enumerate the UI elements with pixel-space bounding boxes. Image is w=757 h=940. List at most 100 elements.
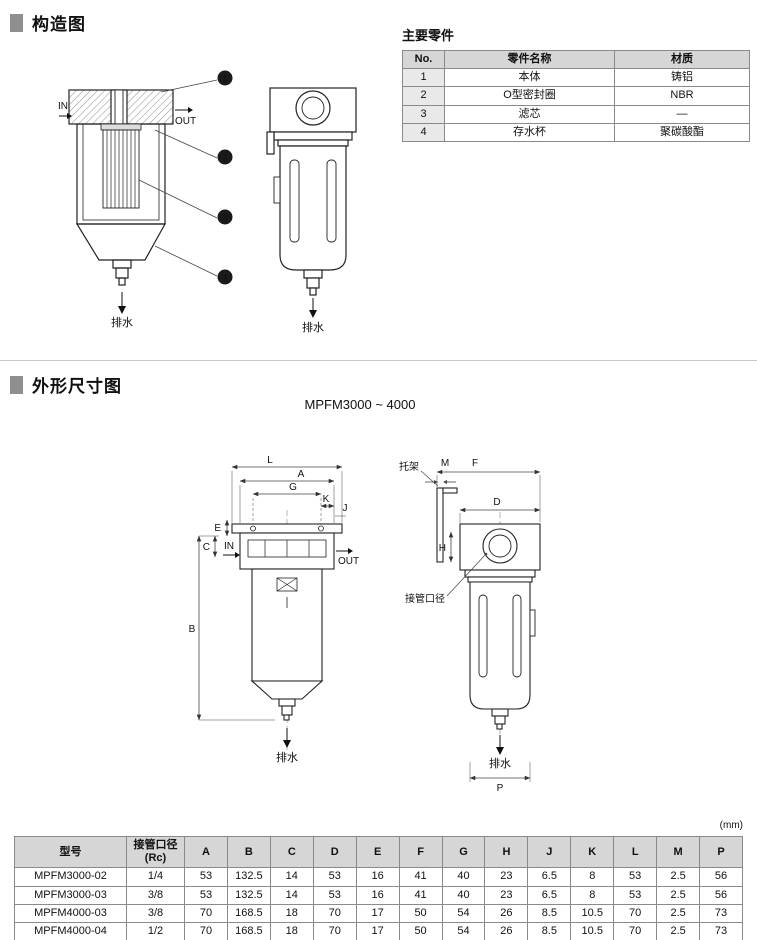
dim-cell: 2.5	[656, 867, 701, 887]
side-view-outline	[459, 523, 541, 730]
dimensions-section-title: 外形尺寸图	[32, 377, 122, 396]
dim-cell: 41	[398, 885, 443, 905]
dim-cell: 53	[184, 867, 228, 887]
drain-label: 排水	[276, 750, 298, 764]
dim-cell: 8.5	[527, 903, 572, 923]
dim-header-port-line2: (Rc)	[144, 852, 167, 865]
dim-label-H: H	[439, 543, 446, 554]
drain-arrow-icon	[496, 735, 504, 755]
dim-table-row: MPFM3000-03 3/8 53 132.5 14 53 16 41 40 …	[14, 885, 743, 905]
callout-leader-lines	[138, 79, 218, 277]
port-cell: 3/8	[126, 885, 185, 905]
dim-header-col: H	[484, 835, 529, 869]
filter-cross-section-drawing: IN OUT 排水 1 2	[58, 70, 233, 329]
parts-table-row: 2 O型密封圈 NBR	[402, 86, 750, 106]
dim-cell: 70	[312, 903, 357, 923]
parts-header-no: No.	[402, 49, 445, 70]
dim-cell: 41	[398, 867, 443, 887]
dim-label-A: A	[298, 469, 305, 480]
dim-cell: 40	[441, 867, 486, 887]
bracket-label: 托架	[399, 460, 419, 473]
dim-cell: 53	[184, 885, 228, 905]
drain-arrow-icon	[309, 298, 317, 318]
dim-cell: 54	[441, 903, 486, 923]
parts-table: No. 零件名称 材质 1 本体 铸铝 2 O型密封圈 NBR 3	[402, 49, 750, 142]
dim-header-col: E	[355, 835, 400, 869]
filter-side-view-drawing: 排水	[266, 87, 357, 334]
model-cell: MPFM4000-04	[14, 921, 127, 940]
dim-header-col: A	[184, 835, 228, 869]
dim-table-row: MPFM4000-03 3/8 70 168.5 18 70 17 50 54 …	[14, 903, 743, 923]
parts-table-row: 3 滤芯 —	[402, 104, 750, 124]
dim-cell: 8	[570, 867, 615, 887]
parts-header-material: 材质	[614, 49, 750, 70]
bracket-outline	[436, 487, 458, 563]
dim-table-row: MPFM4000-04 1/2 70 168.5 18 70 17 50 54 …	[14, 921, 743, 940]
parts-table-section: 主要零件 No. 零件名称 材质 1 本体 铸铝 2 O型密封圈	[402, 25, 750, 142]
dim-cell: 18	[269, 921, 314, 940]
dim-cell: 56	[699, 867, 743, 887]
out-label: OUT	[175, 116, 196, 127]
dim-cell: 23	[484, 867, 529, 887]
dim-label-K: K	[323, 494, 330, 505]
out-arrow-icon	[175, 107, 193, 113]
dim-cell: 10.5	[570, 903, 615, 923]
port-cell: 1/4	[126, 867, 185, 887]
dim-label-C: C	[203, 542, 210, 553]
dim-cell: 168.5	[226, 903, 271, 923]
model-cell: MPFM4000-03	[14, 903, 127, 923]
in-arrow-icon	[59, 113, 72, 119]
callout-2-number: 2	[222, 153, 227, 163]
front-dimension-lines	[196, 464, 346, 721]
dimension-table-section: 型号 接管口径 (Rc) A B C D E F G H J K L	[14, 835, 743, 940]
part-material: —	[614, 104, 750, 124]
parts-table-header-row: No. 零件名称 材质	[402, 49, 750, 70]
part-no: 3	[402, 104, 445, 124]
port-cell: 1/2	[126, 921, 185, 940]
dim-label-D: D	[493, 497, 500, 508]
dim-label-L: L	[267, 455, 273, 466]
port-leader-line	[446, 553, 487, 597]
parts-table-row: 1 本体 铸铝	[402, 68, 750, 88]
dim-cell: 56	[699, 885, 743, 905]
dim-cell: 2.5	[656, 885, 701, 905]
dim-header-col: F	[398, 835, 443, 869]
dim-cell: 70	[613, 921, 658, 940]
dim-header-col: D	[312, 835, 357, 869]
part-no: 4	[402, 122, 445, 142]
filter-body-outline	[68, 89, 174, 286]
in-label: IN	[58, 101, 68, 112]
dim-cell: 73	[699, 903, 743, 923]
dim-cell: 73	[699, 921, 743, 940]
dim-cell: 14	[269, 885, 314, 905]
construction-section-header: 构造图	[10, 10, 86, 35]
dim-cell: 53	[613, 867, 658, 887]
drain-label: 排水	[111, 315, 133, 329]
dim-header-port: 接管口径 (Rc)	[126, 835, 185, 869]
dim-cell: 6.5	[527, 867, 572, 887]
dim-header-col: K	[570, 835, 615, 869]
filter-side-outline	[266, 87, 357, 296]
in-arrow-icon	[223, 552, 240, 558]
dim-cell: 17	[355, 903, 400, 923]
drain-arrow-icon	[283, 728, 291, 748]
dim-cell: 14	[269, 867, 314, 887]
dim-label-B: B	[189, 624, 196, 635]
dimension-front-view: L A G K J E C B IN OUT 排水	[189, 455, 359, 764]
dim-cell: 70	[184, 921, 228, 940]
dim-header-col: P	[699, 835, 743, 869]
in-label: IN	[224, 541, 234, 552]
callout-4-badge: 4	[217, 269, 233, 285]
dim-cell: 132.5	[226, 867, 271, 887]
dim-cell: 70	[613, 903, 658, 923]
unit-note: (mm)	[719, 820, 743, 831]
section-bullet-icon	[10, 13, 23, 32]
dim-header-col: J	[527, 835, 572, 869]
callout-3-badge: 3	[217, 209, 233, 225]
dim-cell: 8	[570, 885, 615, 905]
model-cell: MPFM3000-03	[14, 885, 127, 905]
dim-header-port-line1: 接管口径	[133, 839, 178, 851]
dim-cell: 8.5	[527, 921, 572, 940]
model-range-label: MPFM3000 ~ 4000	[304, 397, 416, 412]
